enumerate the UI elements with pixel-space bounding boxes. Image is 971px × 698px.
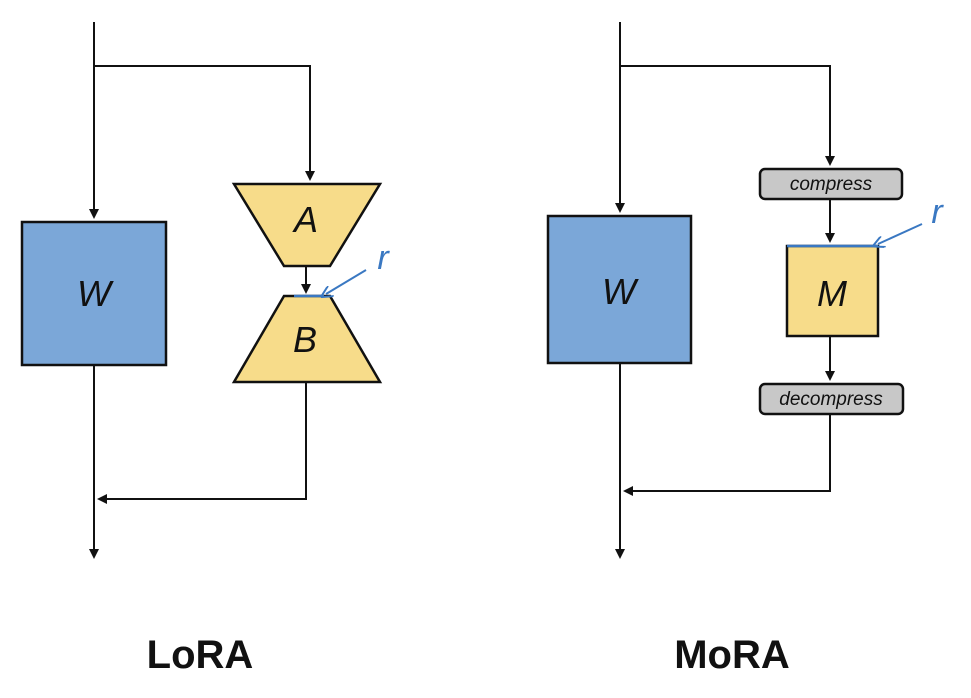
lora-weight-label: W bbox=[77, 273, 114, 314]
lora-b-label: B bbox=[293, 319, 317, 360]
mora-decompress-op bbox=[758, 382, 905, 416]
mora-rank-label: r bbox=[931, 193, 944, 231]
lora-panel: W A B r LoRA bbox=[20, 22, 390, 677]
lora-branch-line bbox=[94, 65, 315, 181]
mora-weight-label: W bbox=[602, 271, 639, 312]
mora-decompress-label: decompress bbox=[779, 389, 883, 410]
mora-branch-line bbox=[620, 65, 835, 166]
lora-rank-pointer bbox=[326, 269, 367, 294]
mora-rank-pointer bbox=[878, 223, 923, 244]
lora-title: LoRA bbox=[147, 633, 254, 677]
mora-merge-line bbox=[623, 414, 831, 496]
mora-m-label: M bbox=[817, 273, 847, 314]
lora-merge-line bbox=[97, 382, 307, 504]
lora-a-matrix bbox=[231, 182, 383, 268]
mora-title: MoRA bbox=[674, 633, 790, 677]
mora-m-matrix bbox=[785, 244, 880, 338]
lora-rank-label: r bbox=[377, 239, 390, 277]
lora-a-label: A bbox=[292, 199, 318, 240]
mora-panel: W compress M r decompress MoRA bbox=[546, 22, 944, 677]
mora-compress-label: compress bbox=[790, 174, 873, 195]
